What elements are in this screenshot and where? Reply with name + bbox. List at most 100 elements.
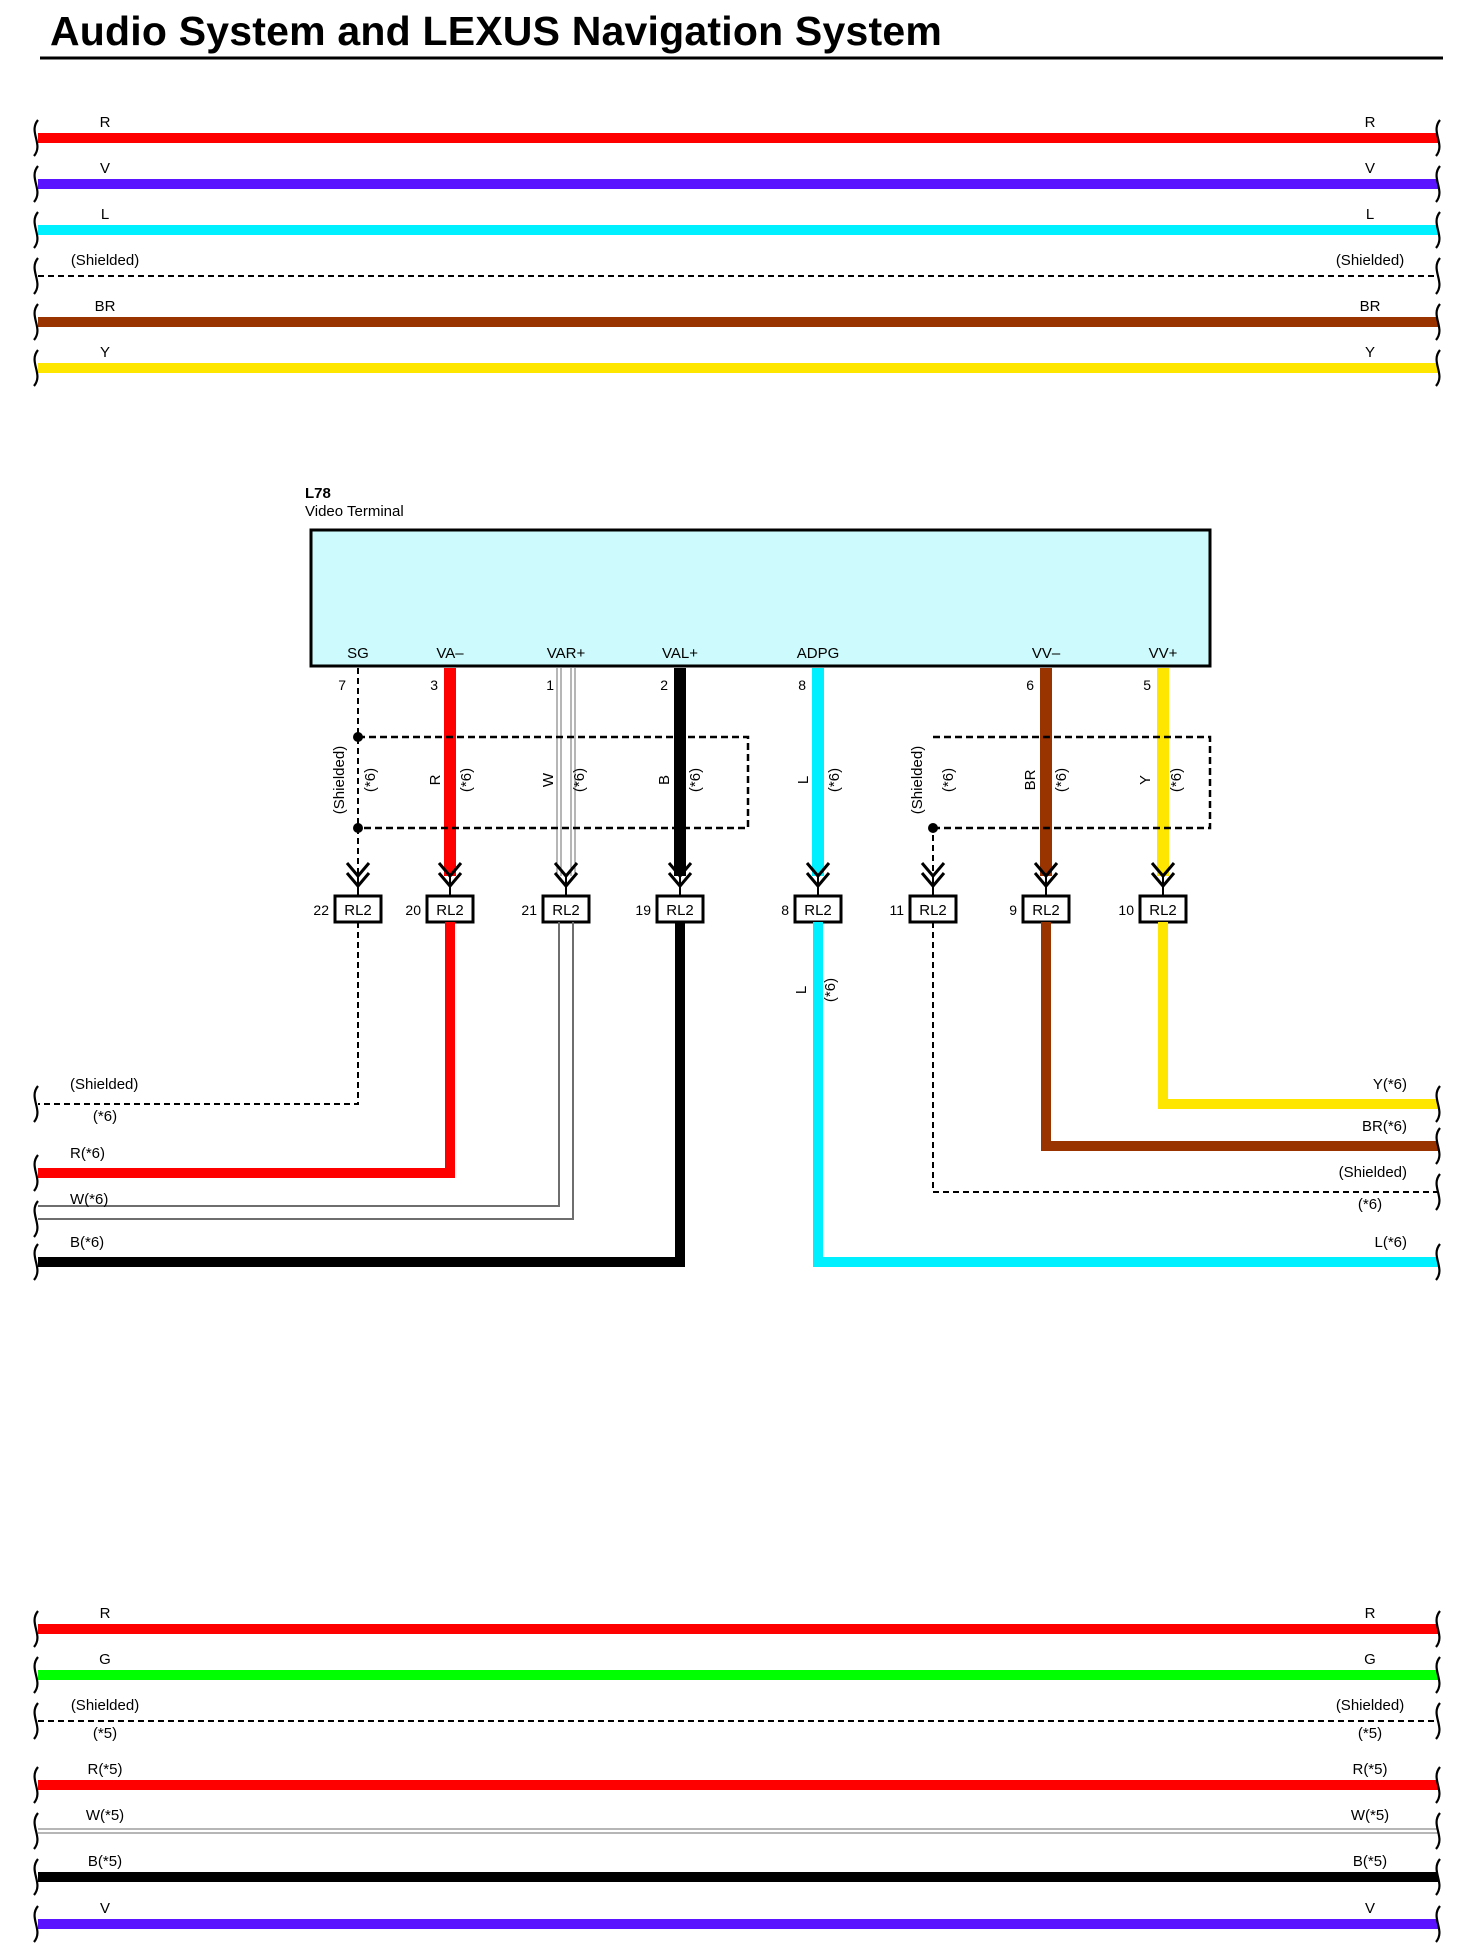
wire-note-label: (*6) — [826, 768, 843, 792]
bottom-harness-right-label: V — [1365, 1900, 1375, 1917]
top-harness-right-label: Y — [1365, 344, 1375, 361]
top-harness-right-label: (Shielded) — [1336, 252, 1404, 269]
wire-color-label: L — [795, 776, 812, 784]
wire-color-label: (Shielded) — [909, 746, 926, 814]
top-harness-left-label: (Shielded) — [71, 252, 139, 269]
junction-connector-pin: 9 — [1009, 902, 1017, 918]
wire-break-mark — [1435, 1243, 1441, 1281]
connector-code: L78 — [305, 485, 331, 502]
right-exit-label: Y(*6) — [1373, 1076, 1407, 1093]
terminal-name: VV+ — [1149, 645, 1178, 662]
wire-note-label: (*6) — [687, 768, 704, 792]
terminal-name: ADPG — [797, 645, 840, 662]
junction-connector-pin: 22 — [313, 902, 329, 918]
wire-break-mark — [33, 211, 39, 249]
bottom-harness-right-label: G — [1364, 1651, 1376, 1668]
wire-color-label: B — [656, 775, 673, 785]
right-exit-label: (Shielded) — [1339, 1164, 1407, 1181]
top-harness-left-label: V — [100, 160, 110, 177]
bottom-harness-left-label: R(*5) — [87, 1761, 122, 1778]
terminal-pin: 1 — [546, 677, 554, 693]
wire-break-mark — [1435, 1610, 1441, 1648]
connector-body — [309, 528, 1212, 668]
wire-break-mark — [1435, 257, 1441, 295]
terminal-pin: 5 — [1143, 677, 1151, 693]
junction-connector-pin: 19 — [635, 902, 651, 918]
left-exit-label: (Shielded) — [70, 1076, 138, 1093]
top-harness-right-label: V — [1365, 160, 1375, 177]
top-harness-left-label: L — [101, 206, 109, 223]
terminal-pin: 2 — [660, 677, 668, 693]
junction-connector-label: RL2 — [919, 902, 947, 919]
wire-break-mark — [33, 1085, 39, 1123]
wire-note-label: (*6) — [362, 768, 379, 792]
shield-junction-dot — [353, 823, 363, 833]
wire-break-mark — [33, 1154, 39, 1192]
junction-connector — [793, 894, 843, 924]
junction-connector-label: RL2 — [436, 902, 464, 919]
junction-connector-pin: 10 — [1118, 902, 1134, 918]
wire-color-label: BR — [1022, 769, 1039, 790]
bottom-harness-left-label: V — [100, 1900, 110, 1917]
junction-connector-pin: 8 — [781, 902, 789, 918]
junction-connector-label: RL2 — [666, 902, 694, 919]
wire-note-label: (*6) — [822, 978, 839, 1002]
wire-break-mark — [33, 1610, 39, 1648]
top-harness-right-label: R — [1365, 114, 1376, 131]
shield-junction-dot — [928, 823, 938, 833]
signal-wire — [1158, 922, 1438, 1109]
wire-note-label: (*6) — [1168, 768, 1185, 792]
shield-wire — [38, 922, 359, 1105]
shield-box-right — [933, 735, 1212, 830]
wire-break-mark — [33, 1702, 39, 1740]
shield-wire — [932, 922, 1438, 1193]
signal-wire — [38, 922, 685, 1267]
wire-break-mark — [33, 257, 39, 295]
wire-note-label: (*6) — [458, 768, 475, 792]
wire-break-mark — [1435, 119, 1441, 157]
wire-break-mark — [1435, 1173, 1441, 1211]
junction-connector — [541, 894, 591, 924]
wire-color-label: L — [793, 986, 810, 994]
terminal-name: VA– — [436, 645, 464, 662]
bottom-harness-left-label: (Shielded) — [71, 1697, 139, 1714]
wire-break-mark — [1435, 1656, 1441, 1694]
junction-connector-pin: 11 — [889, 902, 904, 918]
top-harness-left-label: R — [100, 114, 111, 131]
w-wire — [38, 922, 560, 1207]
w-wire — [38, 922, 574, 1220]
bottom-harness-note: (*5) — [1358, 1725, 1382, 1742]
wire-break-mark — [1435, 1812, 1441, 1850]
connector-name: Video Terminal — [305, 503, 404, 520]
terminal-pin: 3 — [430, 677, 438, 693]
terminal-name: VAL+ — [662, 645, 698, 662]
wire-break-mark — [33, 119, 39, 157]
terminal-name: SG — [347, 645, 369, 662]
wire-break-mark — [33, 1200, 39, 1238]
wire-break-mark — [33, 1766, 39, 1804]
wire-color-label: Y — [1137, 775, 1154, 785]
wire-color-label: R — [427, 774, 444, 785]
shield-box-left — [358, 735, 750, 830]
wire-color-label: (Shielded) — [331, 746, 348, 814]
terminal-name: VAR+ — [547, 645, 586, 662]
junction-connector — [333, 894, 383, 924]
bottom-harness-left-label: B(*5) — [88, 1853, 122, 1870]
wire-break-mark — [1435, 303, 1441, 341]
wire-color-label: W — [540, 772, 557, 787]
top-harness-left-label: BR — [95, 298, 116, 315]
wire-break-mark — [33, 1812, 39, 1850]
junction-connector-pin: 21 — [521, 902, 537, 918]
right-exit-label: BR(*6) — [1362, 1118, 1407, 1135]
wire-note-label: (*6) — [1053, 768, 1070, 792]
junction-connector — [908, 894, 958, 924]
wire-break-mark — [1435, 349, 1441, 387]
wire-break-mark — [1435, 165, 1441, 203]
bottom-harness-right-label: W(*5) — [1351, 1807, 1389, 1824]
wire-break-mark — [1435, 1702, 1441, 1740]
wire-break-mark — [33, 349, 39, 387]
bottom-harness-left-label: W(*5) — [86, 1807, 124, 1824]
left-exit-label: W(*6) — [70, 1191, 108, 1208]
right-exit-note: (*6) — [1358, 1196, 1382, 1213]
wire-break-mark — [33, 1656, 39, 1694]
